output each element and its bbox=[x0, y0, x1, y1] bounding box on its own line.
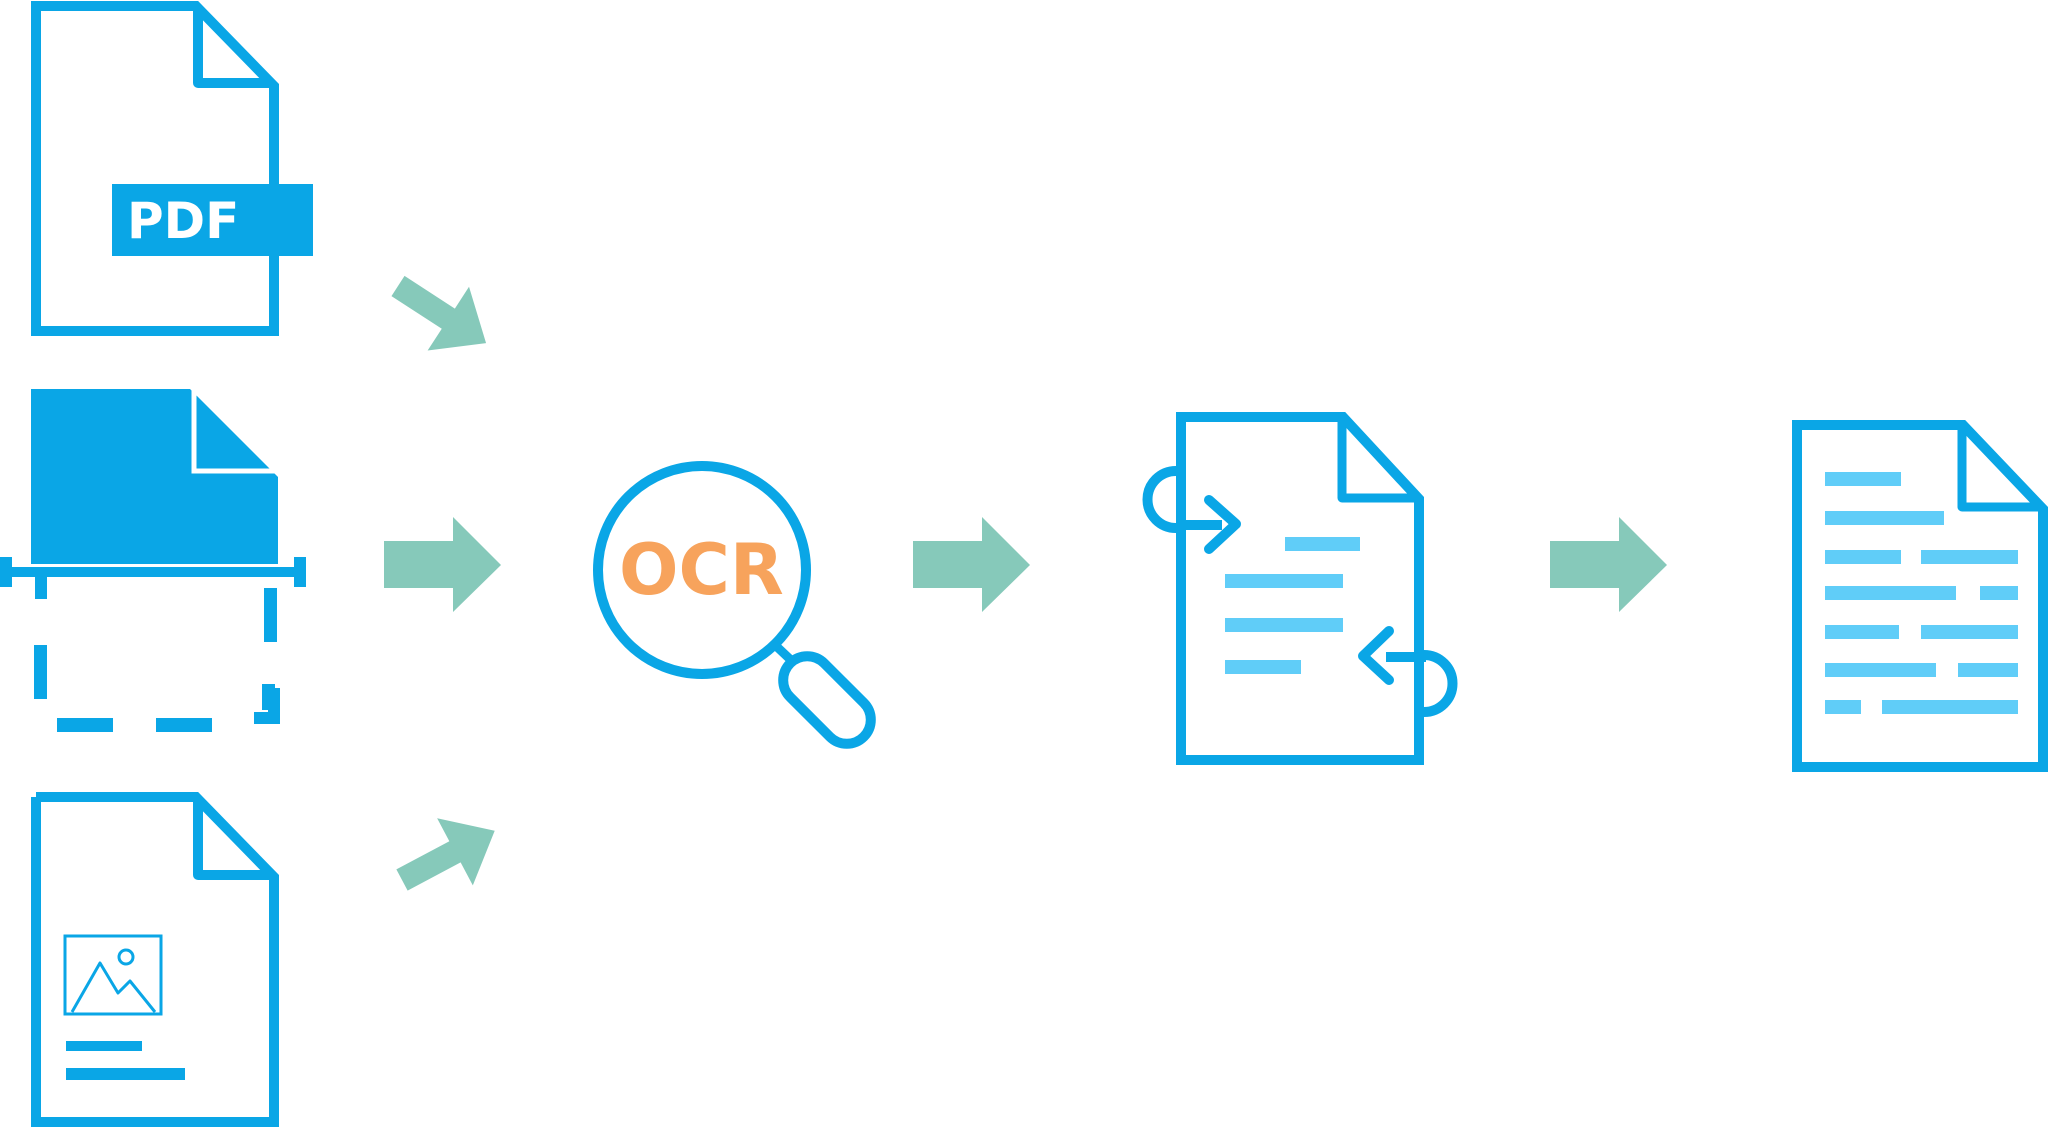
ocr-magnifier-icon: OCR bbox=[593, 461, 876, 749]
pdf-document-icon: PDF bbox=[31, 0, 313, 336]
image-document-icon bbox=[31, 792, 279, 1127]
pdf-label: PDF bbox=[127, 192, 239, 250]
arrow-icon bbox=[384, 517, 501, 612]
arrow-icon bbox=[396, 818, 495, 891]
scanned-document-icon bbox=[0, 384, 306, 732]
arrow-icon bbox=[913, 517, 1030, 612]
conversion-document-icon bbox=[1142, 412, 1458, 765]
picture-icon bbox=[63, 934, 163, 1016]
pdf-label-banner bbox=[112, 184, 313, 256]
arrow-icon bbox=[1550, 517, 1667, 612]
arrow-icon bbox=[391, 275, 487, 351]
text-document-icon bbox=[1792, 420, 2048, 772]
ocr-label: OCR bbox=[619, 529, 784, 611]
